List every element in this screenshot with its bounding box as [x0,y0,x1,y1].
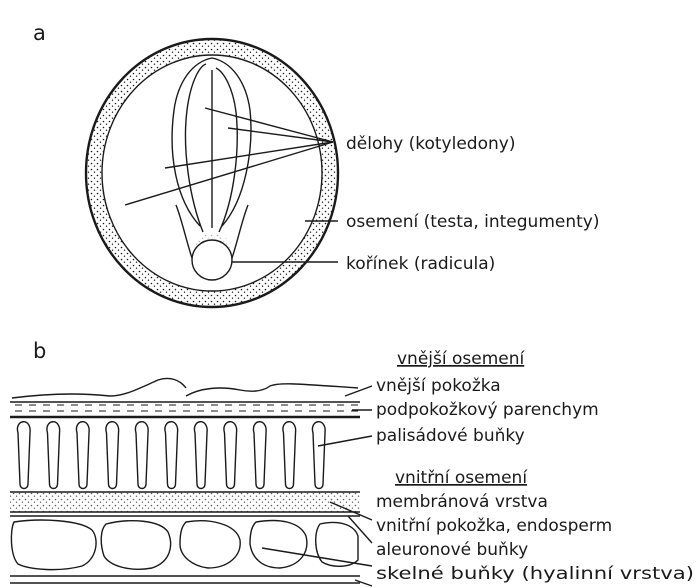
panel-a-letter: a [33,21,46,45]
label-inner-epidermis: vnitřní pokožka, endosperm [376,516,612,536]
label-hyaline-cells: skelné buňky (hyalinní vrstva) [376,564,694,584]
label-cotyledons: dělohy (kotyledony) [346,134,515,154]
label-testa: osemení (testa, integumenty) [346,212,599,232]
outer-epidermis-flap-2 [186,384,358,396]
palisade-cell [106,422,119,489]
seed-cross-section [86,39,338,307]
palisade-cell [165,422,178,489]
label-radicle: kořínek (radicula) [346,254,495,274]
cotyledon-inner-left [185,64,206,232]
seed-coat-section [10,378,360,583]
palisade-cell [135,422,148,489]
palisade-cell [312,422,325,489]
palisade-cell [283,422,296,489]
panel-b-letter: b [33,339,46,363]
label-palisade-cells: palisádové buňky [376,426,525,446]
outer-epidermis-flap-1 [12,378,186,398]
aleurone-cells [11,520,358,570]
palisade-cell [253,422,266,489]
label-outer-epidermis: vnější pokožka [376,376,501,396]
label-aleurone-cells: aleuronové buňky [376,540,528,560]
palisade-cells [17,422,325,489]
subepidermal-parenchyma [10,402,360,416]
radicle [192,240,232,280]
membrane-layer [10,492,360,512]
outer-testa-header: vnější osemení [397,349,526,369]
label-membrane-layer: membránová vrstva [376,492,548,512]
label-subepidermal-parenchyma: podpokožkový parenchym [376,400,599,420]
inner-testa-header: vnitřní osemení [395,468,528,488]
palisade-cell [76,422,89,489]
palisade-cell [194,422,207,489]
palisade-cell [47,422,60,489]
palisade-cell [224,422,237,489]
palisade-cell [17,422,30,489]
